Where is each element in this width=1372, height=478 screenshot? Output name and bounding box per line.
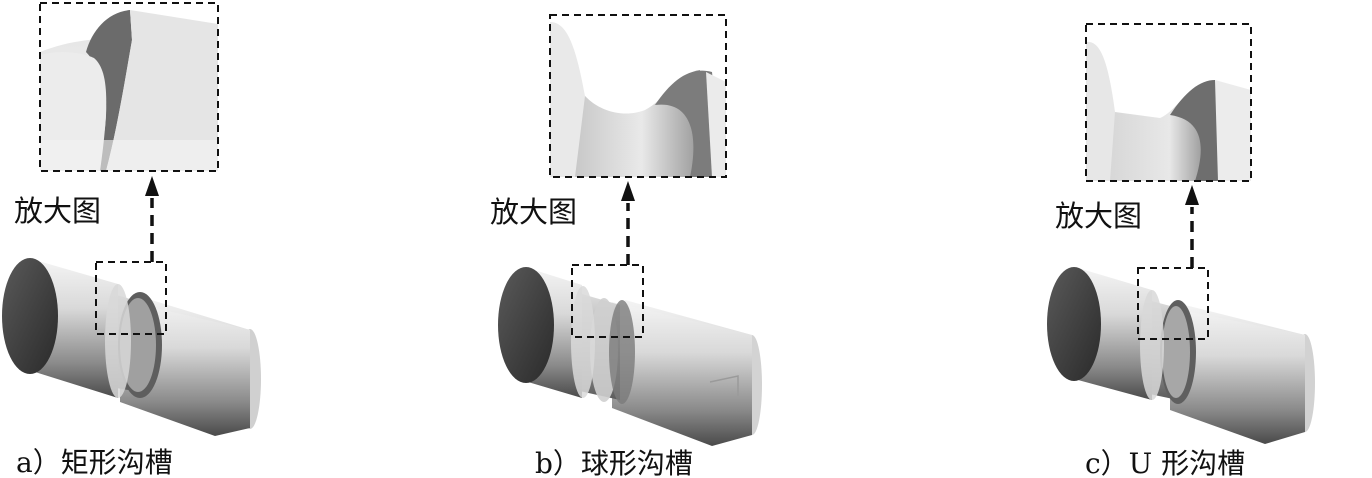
panel-caption: c）U 形沟槽 [1085,447,1245,478]
workpiece-c [1047,267,1315,444]
zoom-label: 放大图 [1055,199,1142,233]
workpiece-b [498,267,762,446]
groove-highlight-box [1137,267,1209,340]
zoom-frame [549,14,727,178]
panel-c: 放大图 c）U 形沟槽 [1047,23,1315,478]
zoom-arrow [621,181,635,265]
zoom-label: 放大图 [14,194,101,228]
panel-b: 放大图 b）球形沟槽 [490,14,762,478]
zoom-view-a [39,2,219,172]
panel-a: 放大图 a）矩形沟槽 [2,2,261,478]
zoom-arrow [145,176,159,262]
zoom-frame [39,2,219,172]
panel-caption: a）矩形沟槽 [16,446,173,478]
panel-caption: b）球形沟槽 [535,447,693,478]
workpiece-a [2,258,261,436]
zoom-label: 放大图 [490,195,577,229]
zoom-view-c [1085,23,1252,182]
zoom-arrow [1185,185,1199,268]
zoom-view-b [549,14,727,178]
zoom-frame [1085,23,1252,182]
